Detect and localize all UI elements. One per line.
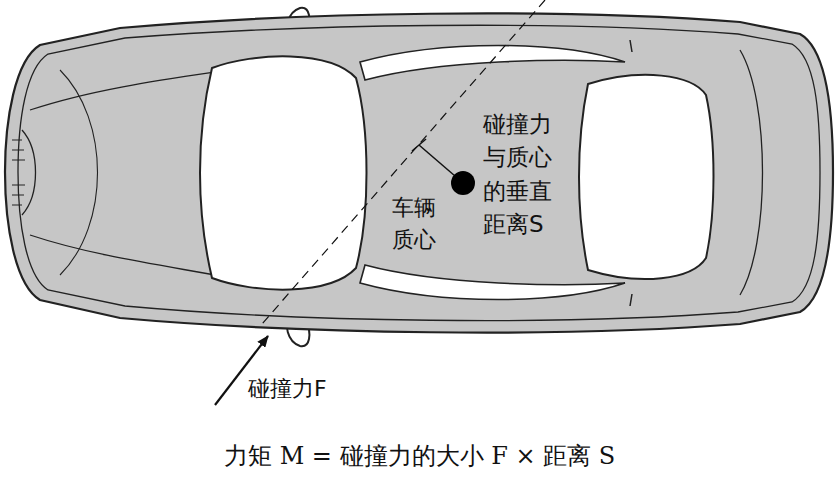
side-window bbox=[360, 265, 625, 300]
side-window bbox=[360, 46, 625, 81]
hood-line bbox=[60, 70, 98, 275]
car-body bbox=[5, 13, 833, 332]
distance-tick bbox=[412, 139, 426, 151]
center-of-mass bbox=[451, 171, 475, 195]
force-label: 碰撞力F bbox=[248, 376, 327, 402]
caption: 力矩 M = 碰撞力的大小 F × 距离 S bbox=[224, 442, 615, 471]
windshield bbox=[200, 56, 367, 289]
trunk-line bbox=[740, 50, 763, 295]
distance-label: 碰撞力 与质心 的垂直 距离S bbox=[483, 108, 566, 241]
distance-line bbox=[419, 145, 455, 176]
rear-window bbox=[579, 75, 714, 279]
grille bbox=[22, 130, 36, 215]
pillar bbox=[630, 40, 632, 306]
body-line bbox=[18, 25, 820, 320]
hood-line bbox=[30, 72, 215, 110]
grille bbox=[12, 140, 25, 205]
center-label: 车辆 质心 bbox=[392, 192, 449, 256]
hood-line bbox=[30, 235, 215, 275]
